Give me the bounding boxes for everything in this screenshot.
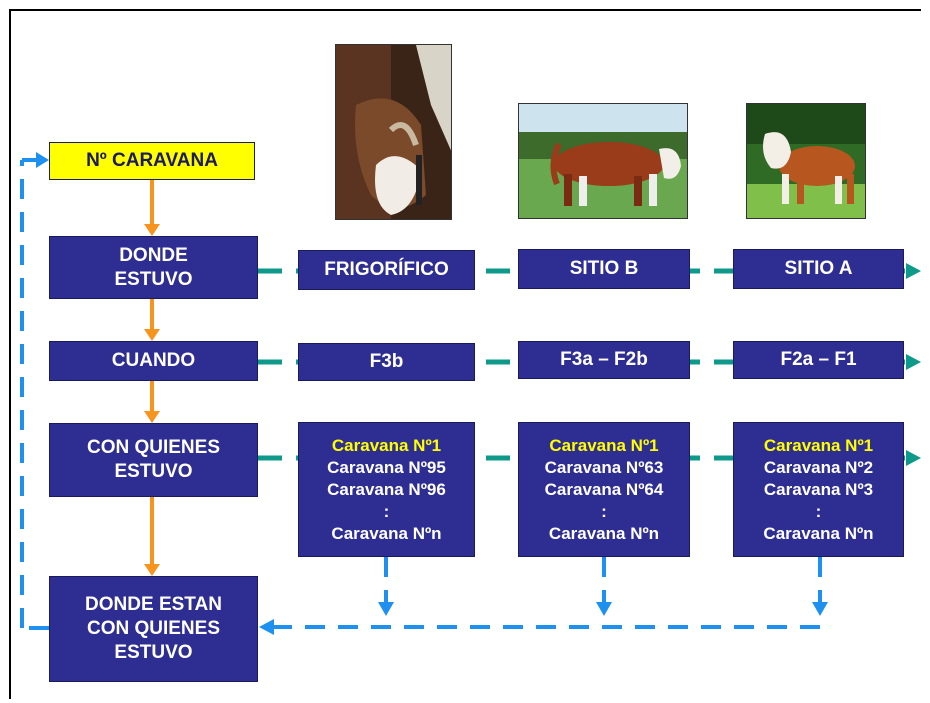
flow-arrowheads	[906, 263, 921, 466]
list-item: Caravana Nºn	[763, 523, 874, 543]
location-sitio-a-box: SITIO A	[733, 249, 904, 289]
period-frigorifico-box: F3b	[298, 343, 475, 381]
period-label: F2a – F1	[780, 349, 857, 370]
list-item: Caravana Nºn	[548, 523, 660, 543]
list-item: Caravana Nº1	[549, 435, 659, 455]
caravana-tag-box: Nº CARAVANA	[49, 142, 255, 180]
cuando-box: CUANDO	[49, 341, 258, 381]
cattle-head-photo	[335, 44, 452, 220]
list-item: Caravana Nº96	[327, 479, 446, 499]
period-label: F3a – F2b	[560, 349, 648, 370]
cuando-label: CUANDO	[111, 350, 196, 371]
list-item: Caravana Nº1	[763, 435, 874, 455]
hereford-calf-photo	[746, 103, 866, 219]
donde-estuvo-box: DONDE ESTUVO	[49, 236, 258, 299]
list-item: :	[815, 501, 822, 521]
list-item: Caravana Nº3	[763, 479, 874, 499]
con-quienes-label: CON QUIENES ESTUVO	[86, 437, 221, 482]
list-item: Caravana Nº2	[763, 457, 874, 477]
list-item: :	[383, 501, 390, 521]
hereford-steer-photo	[518, 103, 688, 219]
location-sitio-b-box: SITIO B	[518, 249, 690, 289]
location-name: FRIGORÍFICO	[324, 259, 449, 280]
animals-sitio-b-list: Caravana Nº1 Caravana Nº63 Caravana Nº64…	[518, 422, 690, 557]
list-item: :	[601, 501, 607, 521]
return-arrowheads	[36, 152, 828, 635]
period-label: F3b	[369, 351, 404, 372]
period-sitio-a-box: F2a – F1	[733, 341, 904, 379]
location-name: SITIO A	[784, 258, 853, 279]
animals-frigorifico-list: Caravana Nº1 Caravana Nº95 Caravana Nº96…	[298, 422, 475, 557]
location-name: SITIO B	[569, 258, 639, 279]
diagram-frame	[9, 9, 921, 699]
animals-sitio-a-list: Caravana Nº1 Caravana Nº2 Caravana Nº3 :…	[733, 422, 904, 557]
caravana-tag-label: Nº CARAVANA	[86, 150, 218, 171]
location-frigorifico-box: FRIGORÍFICO	[298, 250, 475, 290]
return-lines	[20, 158, 822, 630]
donde-estan-box: DONDE ESTAN CON QUIENES ESTUVO	[49, 576, 258, 682]
down-arrows	[144, 180, 160, 576]
list-item: Caravana Nº63	[544, 457, 664, 477]
list-item: Caravana Nº95	[327, 457, 446, 477]
donde-estan-label: DONDE ESTAN CON QUIENES ESTUVO	[85, 594, 222, 663]
list-item: Caravana Nºn	[331, 523, 442, 543]
period-sitio-b-box: F3a – F2b	[518, 341, 690, 379]
con-quienes-box: CON QUIENES ESTUVO	[49, 423, 258, 497]
donde-estuvo-label: DONDE ESTUVO	[114, 244, 193, 290]
list-item: Caravana Nº64	[544, 479, 664, 499]
list-item: Caravana Nº1	[331, 435, 442, 455]
